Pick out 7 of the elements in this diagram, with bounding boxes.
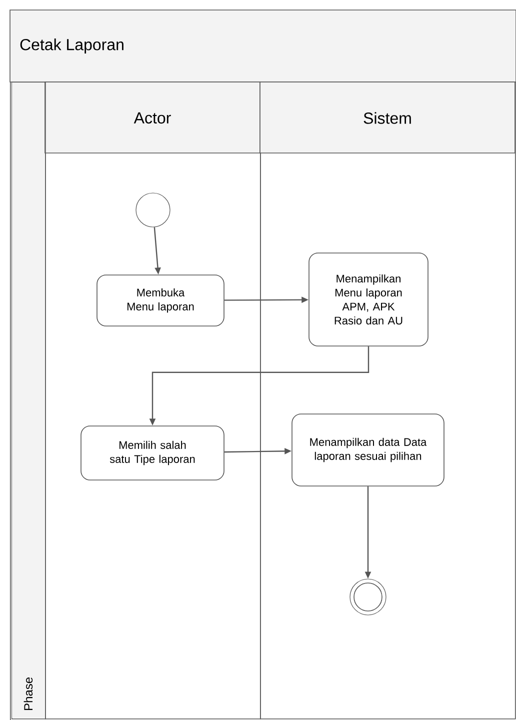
activity-box: Membuka Menu laporan bbox=[96, 274, 224, 326]
start-node bbox=[136, 192, 170, 228]
activity-box: Memilih salah satu Tipe laporan bbox=[80, 426, 224, 480]
end-node bbox=[350, 578, 386, 616]
activity-box: Menampilkan data Data laporan sesuai pilihan bbox=[292, 414, 444, 486]
phase-band: Phase bbox=[12, 82, 46, 720]
activity-box: Menampilkan Menu laporan APM, APK Rasio dan AU bbox=[308, 252, 428, 346]
